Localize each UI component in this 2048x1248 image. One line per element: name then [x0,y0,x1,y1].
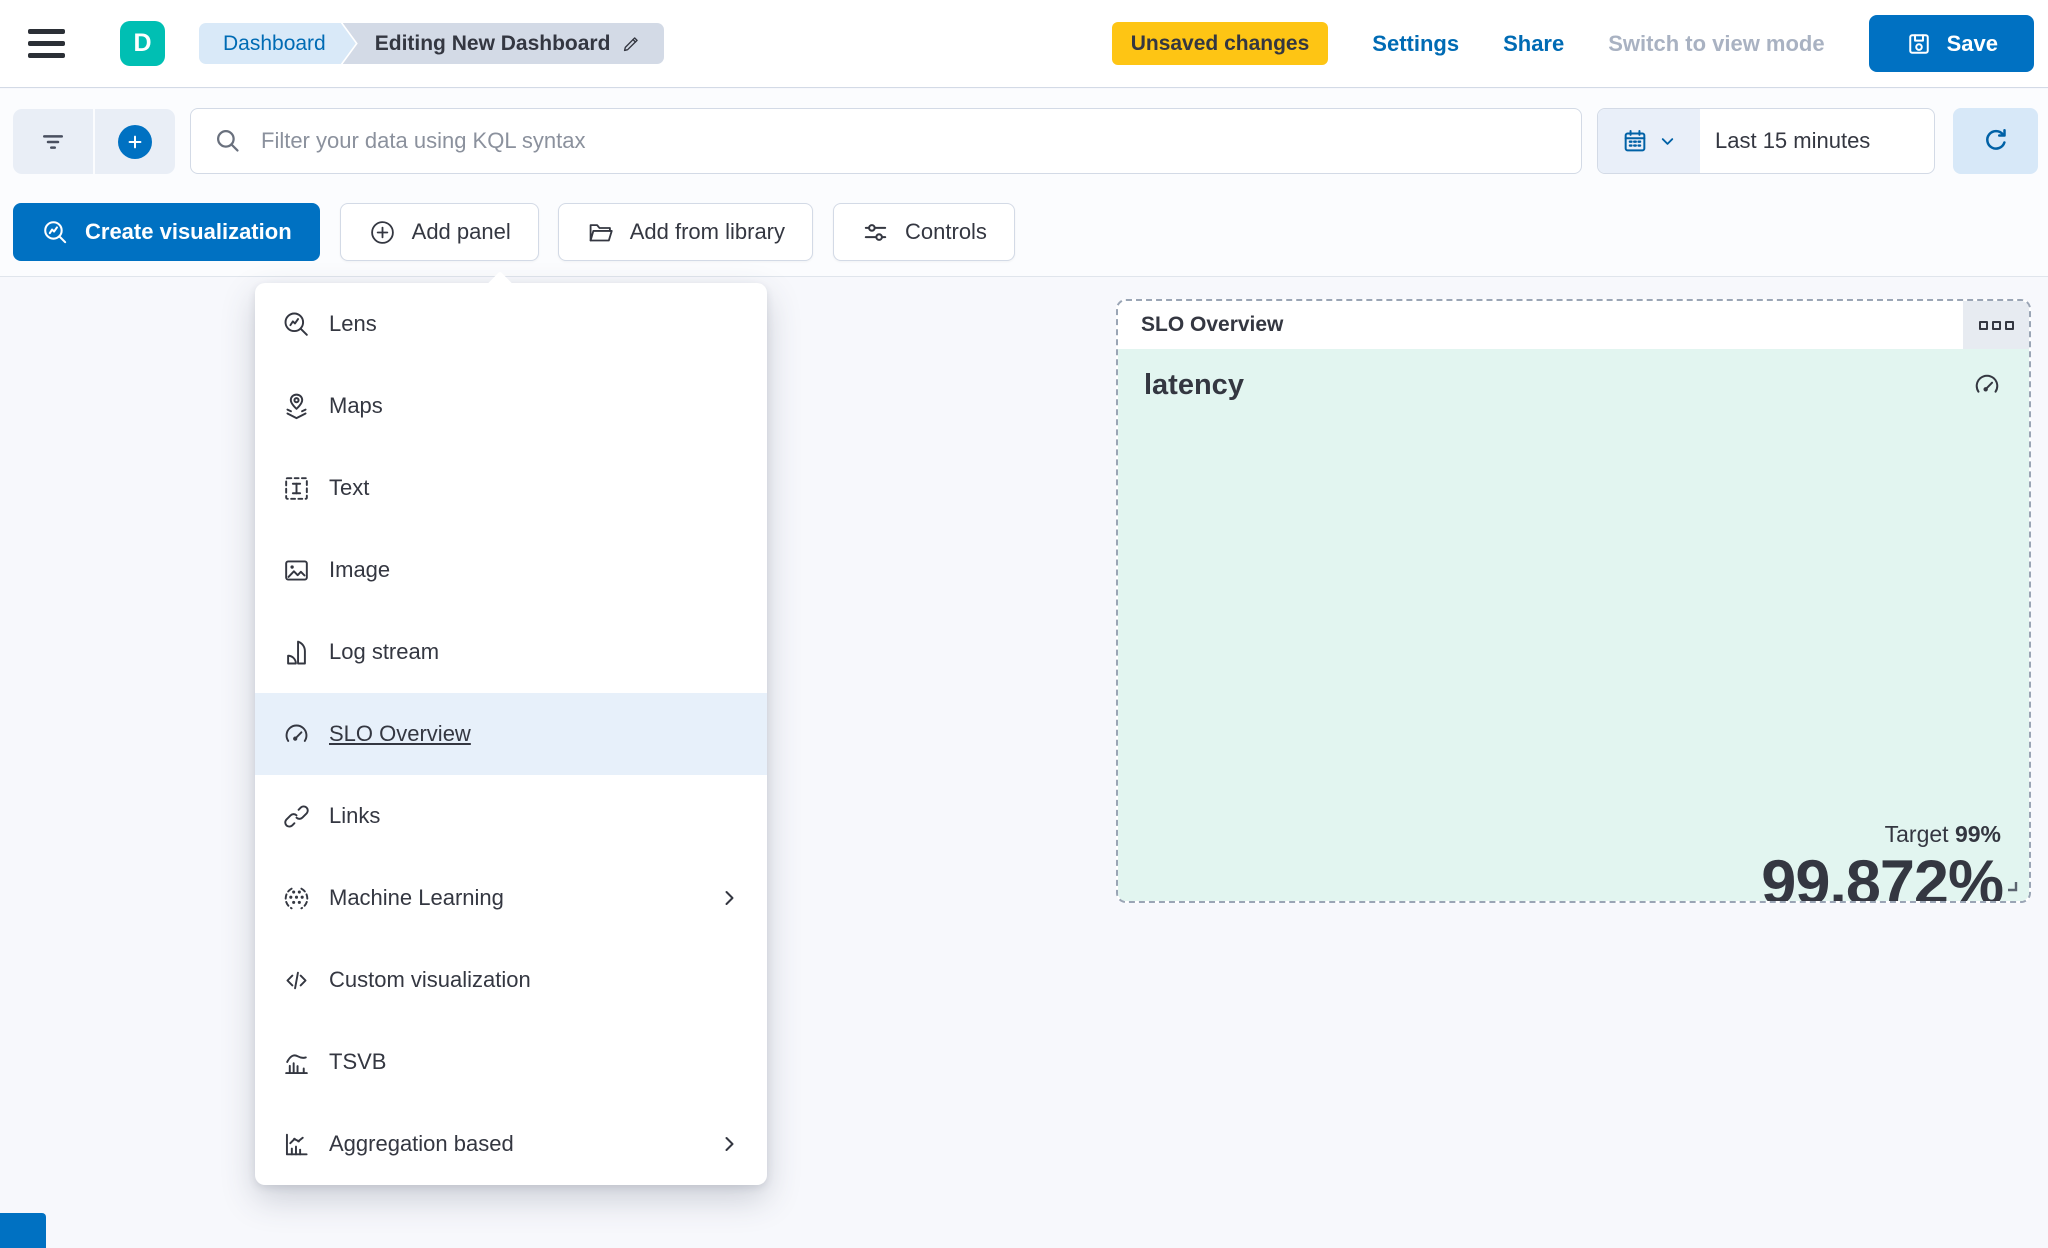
image-icon [285,559,308,581]
breadcrumb: Dashboard Editing New Dashboard [199,23,665,64]
add-panel-label: Add panel [411,219,511,244]
top-navigation-bar: D Dashboard Editing New Dashboard Unsave… [0,0,2048,88]
kql-search-bar [190,108,1582,174]
add-from-library-button[interactable]: Add from library [557,203,814,261]
menu-item-label: Custom visualization [329,967,531,992]
time-range-picker: Last 15 minutes [1597,108,1935,174]
menu-item-label: Maps [329,393,383,418]
chevron-right-icon [725,891,734,905]
query-toolbar-band: Last 15 minutes Create visualization Add… [0,89,2048,277]
save-disk-icon [1908,33,1929,54]
calendar-dropdown-button[interactable] [1598,109,1700,173]
menu-item-log-stream[interactable]: Log stream [255,611,767,693]
share-link[interactable]: Share [1503,30,1565,56]
filter-button-group [13,109,175,174]
controls-label: Controls [905,219,987,244]
log-stream-icon [287,640,306,664]
create-visualization-button[interactable]: Create visualization [13,203,320,261]
breadcrumb-current[interactable]: Editing New Dashboard [342,23,665,64]
lens-icon [284,312,308,336]
menu-item-tsvb[interactable]: TSVB [255,1021,767,1103]
breadcrumb-current-label: Editing New Dashboard [374,31,611,55]
menu-item-maps[interactable]: Maps [255,365,767,447]
switch-to-view-mode-link[interactable]: Switch to view mode [1608,30,1825,56]
menu-item-label: Links [329,803,381,828]
new-panel-placeholder [0,1213,46,1248]
slo-target: Target 99% [1885,821,2001,848]
menu-item-label: Text [329,475,370,500]
unsaved-changes-badge: Unsaved changes [1111,22,1329,65]
sliders-icon [864,223,887,241]
create-visualization-label: Create visualization [85,219,292,244]
plus-circle-icon [118,124,152,159]
menu-item-aggregation-based[interactable]: Aggregation based [255,1103,767,1185]
lens-icon [44,220,67,243]
pencil-icon [624,36,639,51]
add-panel-button[interactable]: Add panel [339,203,539,261]
resize-handle-icon[interactable] [2001,875,2021,895]
panel-header: SLO Overview [1118,301,2029,349]
menu-item-text[interactable]: Text [255,447,767,529]
slo-target-label: Target [1884,821,1949,847]
panel-title: SLO Overview [1141,313,1284,336]
breadcrumb-dashboard[interactable]: Dashboard [199,23,356,64]
gauge-icon [1975,374,1999,393]
menu-item-label: Image [329,557,391,582]
menu-item-label: Log stream [329,639,440,664]
folder-icon [589,223,613,241]
tsvb-icon [285,1053,308,1074]
chevron-down-icon [1661,137,1674,145]
panel-body: latency Target 99% 99.872% [1118,349,2029,901]
kql-search-input[interactable] [261,128,1559,154]
menu-item-custom-visualization[interactable]: Custom visualization [255,939,767,1021]
add-filter-button[interactable] [93,109,175,174]
links-icon [284,804,309,828]
filter-icon-button[interactable] [13,109,93,174]
menu-item-lens[interactable]: Lens [255,283,767,365]
menu-item-machine-learning[interactable]: Machine Learning [255,857,767,939]
refresh-button[interactable] [1953,108,2038,174]
menu-item-label: SLO Overview [329,721,471,746]
text-icon [285,476,308,500]
machine-learning-icon [284,887,309,909]
custom-visualization-icon [286,971,307,989]
controls-button[interactable]: Controls [833,203,1015,261]
calendar-icon [1624,129,1646,152]
panel-context-menu-button[interactable] [1963,301,2029,349]
app-logo[interactable]: D [120,21,165,66]
menu-hamburger-icon[interactable] [28,22,72,66]
settings-link[interactable]: Settings [1372,30,1460,56]
menu-item-links[interactable]: Links [255,775,767,857]
add-from-library-label: Add from library [629,219,786,244]
slo-target-value: 99% [1954,821,2001,847]
filter-icon [43,134,63,149]
menu-item-label: Aggregation based [329,1131,514,1156]
time-range-value[interactable]: Last 15 minutes [1715,128,1871,153]
slo-metric-name: latency [1144,369,1244,401]
aggregation-based-icon [285,1133,308,1155]
save-button[interactable]: Save [1868,15,2034,72]
slo-overview-panel: SLO Overview latency Target 99% 99.872% [1116,299,2031,903]
add-panel-menu: Lens Maps Text Image Log stream SLO Over… [255,271,767,1185]
save-button-label: Save [1946,30,1998,56]
chevron-right-icon [725,1137,734,1151]
menu-item-label: Lens [329,311,377,336]
menu-item-image[interactable]: Image [255,529,767,611]
menu-item-slo-overview[interactable]: SLO Overview [255,693,767,775]
slo-value: 99.872% [1761,848,2004,903]
search-icon [217,130,239,152]
maps-icon [286,393,307,419]
menu-item-label: Machine Learning [329,885,504,910]
dashboard-toolbar: Create visualization Add panel Add from … [13,203,1015,261]
plus-in-circle-icon [370,220,394,244]
menu-item-label: TSVB [329,1049,387,1074]
refresh-icon [1985,129,2006,150]
slo-overview-icon [285,724,308,742]
